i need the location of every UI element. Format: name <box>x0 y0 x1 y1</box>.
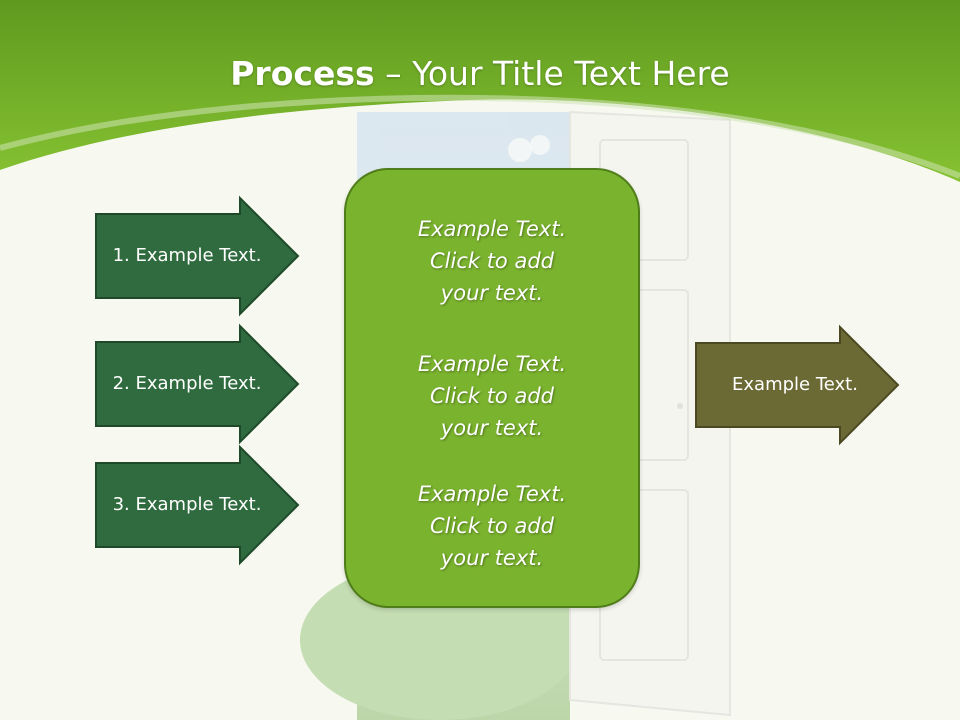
para-line: Example Text. <box>417 352 567 376</box>
step-1-label[interactable]: 1. Example Text. <box>112 245 262 266</box>
outcome-label[interactable]: Example Text. <box>732 374 858 395</box>
para-line: Click to add <box>429 249 554 273</box>
para-line: Click to add <box>429 384 554 408</box>
center-process-box[interactable] <box>344 168 640 608</box>
para-line: your text. <box>440 546 544 570</box>
para-line: Example Text. <box>417 217 567 241</box>
slide-title: Process – Your Title Text Here <box>0 52 960 96</box>
right-arrow-icon <box>95 444 300 566</box>
para-line: Example Text. <box>417 482 567 506</box>
left-arrows <box>95 195 300 566</box>
center-paragraph-1[interactable]: Example Text. Click to add your text. <box>344 213 640 309</box>
para-line: Click to add <box>429 514 554 538</box>
para-line: your text. <box>440 416 544 440</box>
step-2-label[interactable]: 2. Example Text. <box>112 373 262 394</box>
header-band <box>0 0 960 182</box>
center-paragraph-2[interactable]: Example Text. Click to add your text. <box>344 348 640 444</box>
title-bold: Process <box>230 54 375 93</box>
title-rest: – Your Title Text Here <box>374 54 730 93</box>
center-paragraph-3[interactable]: Example Text. Click to add your text. <box>344 478 640 574</box>
para-line: your text. <box>440 281 544 305</box>
step-3-label[interactable]: 3. Example Text. <box>112 494 262 515</box>
right-arrow-icon <box>95 195 300 317</box>
right-arrow-icon <box>695 324 900 446</box>
right-arrow-icon <box>95 323 300 445</box>
